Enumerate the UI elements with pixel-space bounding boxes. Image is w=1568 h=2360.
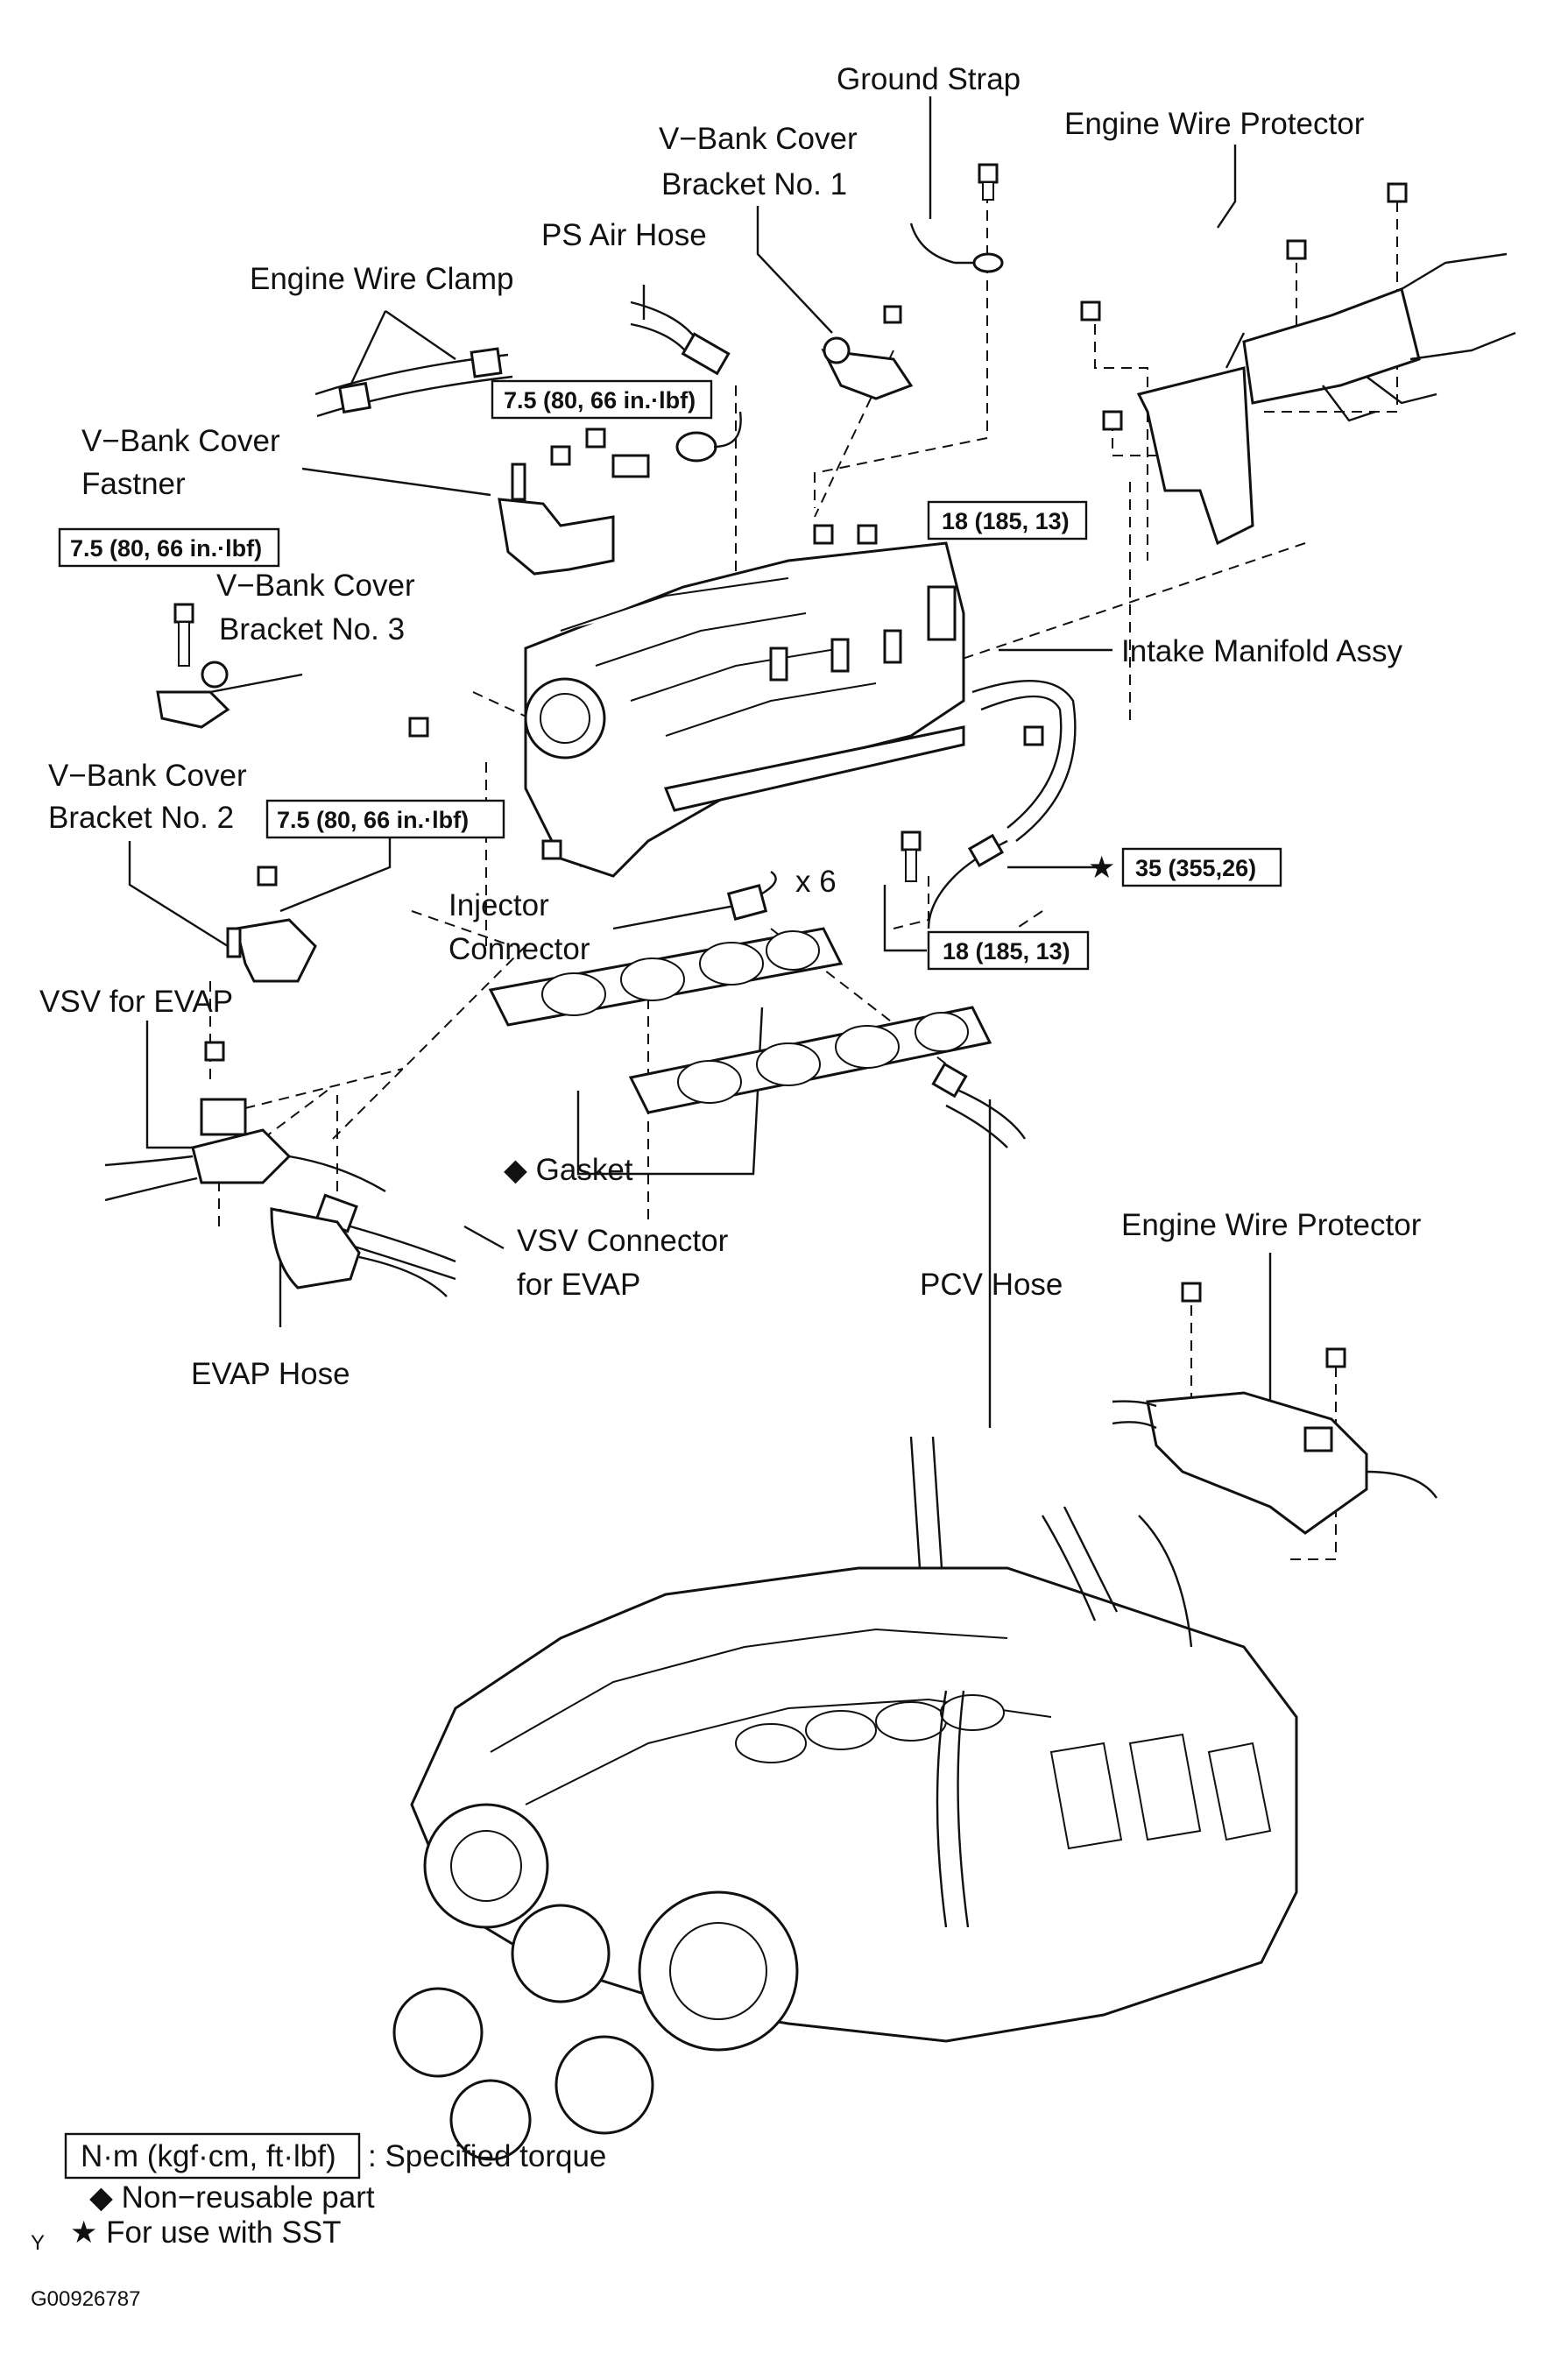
- label-intake-manifold: Intake Manifold Assy: [1121, 634, 1402, 668]
- label-vsv-evap: VSV for EVAP: [39, 985, 233, 1019]
- engine-wire-clamp: [314, 347, 513, 418]
- label-vbank-bracket1-line2: Bracket No. 1: [661, 167, 847, 201]
- torque-box-bracket2: 7.5 (80, 66 in.·lbf): [265, 799, 505, 839]
- pcv-hose: [931, 1062, 1026, 1148]
- vbank-cover-bracket-no3: [156, 603, 230, 729]
- manifold-nuts-icon: [408, 524, 1044, 860]
- torque-box-left: 7.5 (80, 66 in.·lbf): [58, 527, 280, 568]
- label-vbank-bracket3-line2: Bracket No. 3: [219, 612, 405, 647]
- intake-manifold-assy: [524, 541, 1077, 878]
- engine-wire-protector-top: [1136, 252, 1516, 546]
- torque-value: 35 (355,26): [1135, 855, 1256, 881]
- figure-id: G00926787: [31, 2287, 140, 2311]
- ground-strap-bolt-icon: [978, 163, 999, 201]
- label-engine-wire-protector-top: Engine Wire Protector: [1064, 107, 1365, 141]
- label-vbank-bracket3-line1: V−Bank Cover: [216, 569, 415, 603]
- label-ground-strap: Ground Strap: [837, 62, 1021, 96]
- torque-value: 7.5 (80, 66 in.·lbf): [504, 387, 696, 413]
- label-vsv-connector-line2: for EVAP: [517, 1268, 640, 1302]
- vbank-cover-fastner: [498, 427, 650, 576]
- label-evap-hose: EVAP Hose: [191, 1357, 350, 1391]
- label-engine-wire-protector-bottom: Engine Wire Protector: [1121, 1208, 1422, 1242]
- label-engine-wire-clamp: Engine Wire Clamp: [250, 262, 514, 296]
- vbank-cover-bracket-no1: [821, 305, 914, 400]
- label-vbank-bracket1-line1: V−Bank Cover: [659, 122, 858, 156]
- torque-box-35: ★ 35 (355,26): [1088, 847, 1282, 887]
- label-vbank-bracket2-line2: Bracket No. 2: [48, 801, 234, 835]
- engine-wire-protector-top-bolts-icon: [1080, 182, 1408, 431]
- legend-torque-unit: N·m (kgf·cm, ft·lbf): [81, 2139, 336, 2173]
- torque-value: 7.5 (80, 66 in.·lbf): [70, 535, 262, 562]
- legend-non-reusable: ◆ Non−reusable part: [89, 2180, 375, 2215]
- legend-sst-mark: Y: [31, 2231, 45, 2255]
- torque-value: 18 (185, 13): [942, 508, 1070, 534]
- label-x6: x 6: [795, 865, 837, 899]
- gaskets: [488, 927, 992, 1114]
- label-vbank-bracket2-line1: V−Bank Cover: [48, 759, 247, 793]
- engine-wire-protector-bottom: [1112, 1282, 1437, 1535]
- label-vsv-connector-line1: VSV Connector: [517, 1224, 729, 1258]
- ps-air-hose: [630, 300, 742, 463]
- legend-torque-desc: : Specified torque: [368, 2139, 606, 2173]
- vsv-for-evap: [104, 1041, 386, 1202]
- torque-value: 18 (185, 13): [943, 938, 1070, 964]
- label-gasket: ◆ Gasket: [504, 1153, 633, 1187]
- torque-box-top: 7.5 (80, 66 in.·lbf): [491, 379, 713, 420]
- evap-hose: [270, 1207, 448, 1297]
- torque-box-18-upper: 18 (185, 13): [927, 500, 1088, 541]
- star-mark: ★: [1088, 851, 1115, 885]
- torque-box-18-lower: 18 (185, 13): [927, 930, 1090, 971]
- legend: N·m (kgf·cm, ft·lbf) : Specified torque …: [31, 2132, 606, 2311]
- label-injector-line1: Injector: [449, 888, 549, 922]
- label-injector-line2: Connector: [449, 932, 590, 966]
- vbank-cover-bracket-no2: [226, 866, 317, 983]
- label-ps-air-hose: PS Air Hose: [541, 218, 707, 252]
- torque-value: 7.5 (80, 66 in.·lbf): [277, 807, 469, 833]
- union-bolt-icon: [901, 830, 922, 882]
- injector-connector: [726, 871, 777, 921]
- engine-block: [392, 1436, 1298, 2161]
- ground-strap: [909, 223, 1004, 273]
- legend-sst: ★ For use with SST: [70, 2215, 342, 2250]
- label-vbank-fastner-line1: V−Bank Cover: [81, 424, 280, 458]
- pcv-outlet-hose: [927, 833, 1008, 929]
- label-vbank-fastner-line2: Fastner: [81, 467, 186, 501]
- label-pcv-hose: PCV Hose: [920, 1268, 1063, 1302]
- vsv-connector-for-evap: [314, 1193, 456, 1281]
